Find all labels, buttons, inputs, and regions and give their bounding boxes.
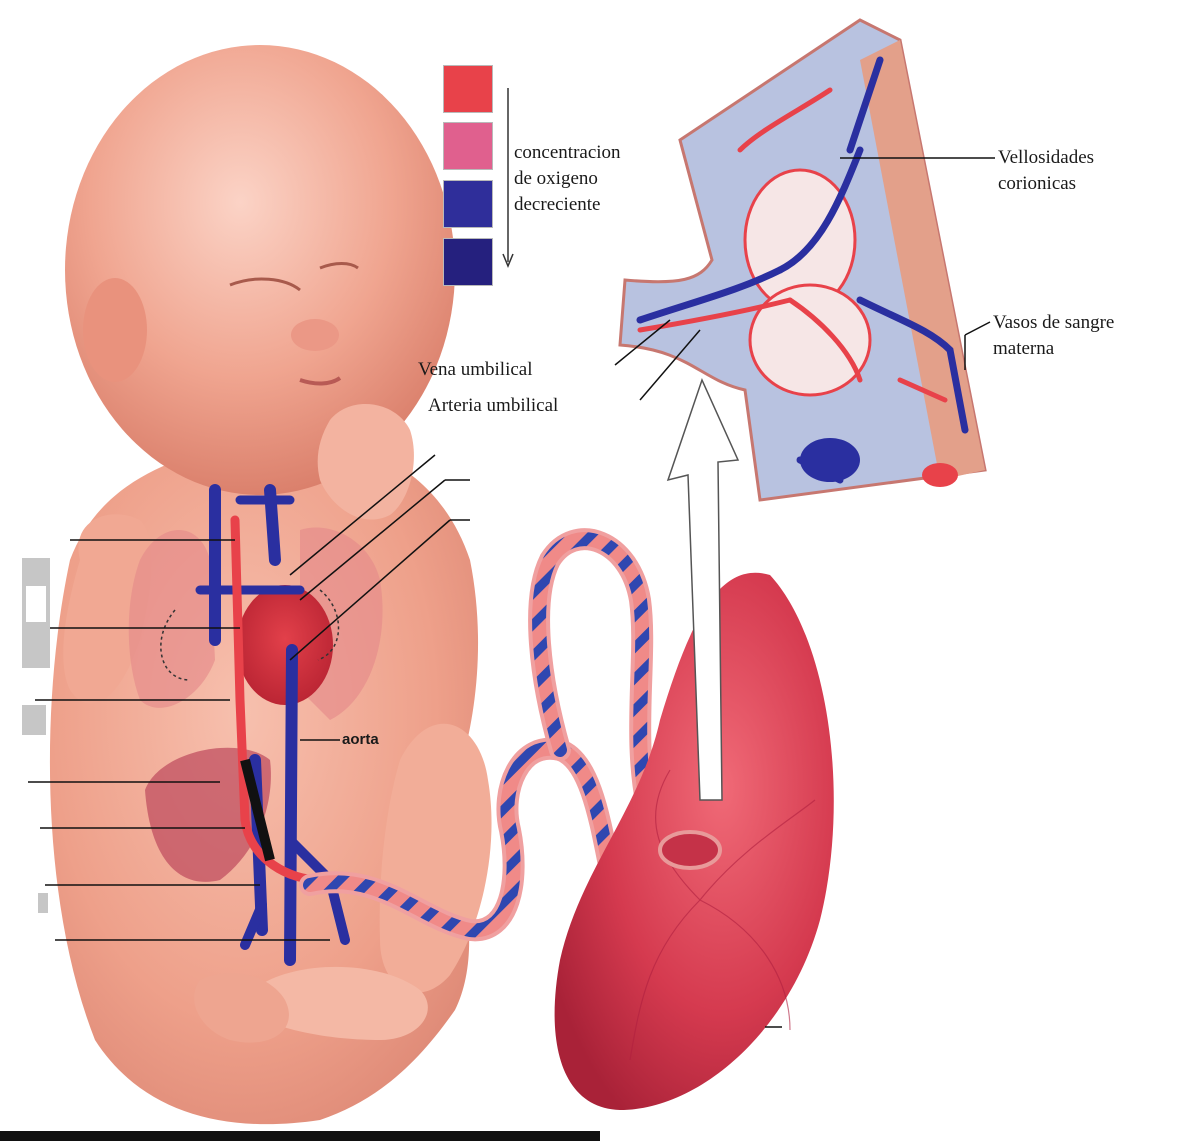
label-vellosidades: Vellosidades corionicas [998,145,1094,197]
cord-insertion [660,832,720,868]
label-line: corionicas [998,171,1094,197]
label-aorta: aorta [342,727,379,753]
vessel-cut [800,438,860,482]
vessel-cut-2 [922,463,958,487]
label-line: Vellosidades [998,145,1094,171]
placenta-inset [620,20,985,500]
bottom-rule [0,1131,600,1141]
label-vasos-sangre: Vasos de sangre materna [993,310,1114,362]
legend-caption-line: decreciente [514,192,621,218]
fetus [50,45,492,1124]
label-line: materna [993,336,1114,362]
blank-label-tabs [22,558,50,913]
label-vena-umbilical: Vena umbilical [418,357,533,383]
fetus-heart [237,585,333,705]
legend-swatch-2 [443,122,493,170]
legend-caption: concentracion de oxigeno decreciente [514,140,621,218]
legend-swatch-3 [443,180,493,228]
label-arteria-umbilical: Arteria umbilical [428,393,558,419]
villi-cluster-2 [750,285,870,395]
legend-caption-line: concentracion [514,140,621,166]
fetus-nose [291,319,339,351]
fetus-ear [83,278,147,382]
legend-caption-line: de oxigeno [514,166,621,192]
legend-swatch-1 [443,65,493,113]
legend-swatch-4 [443,238,493,286]
label-line: Vasos de sangre [993,310,1114,336]
